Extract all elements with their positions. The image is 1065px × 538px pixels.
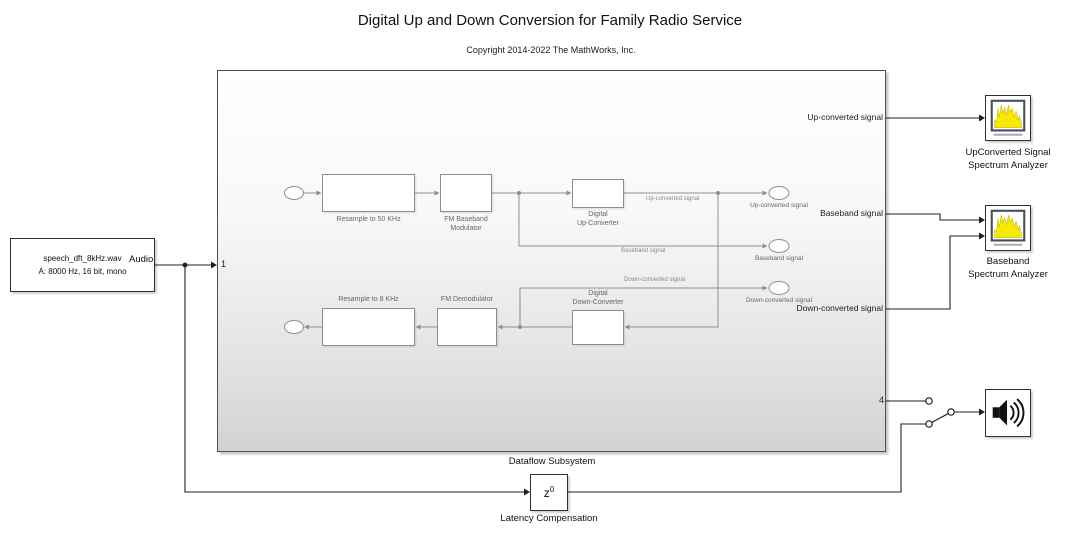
label-line: Digital	[588, 289, 608, 297]
label-line: Spectrum Analyzer	[968, 159, 1048, 171]
wire-label-up-converted: Up-converted signal	[646, 196, 700, 202]
spectrum-analyzer-icon	[990, 99, 1026, 136]
wire-label-baseband: Baseband signal	[621, 248, 666, 254]
dataflow-subsystem-name: Dataflow Subsystem	[508, 456, 596, 467]
latency-compensation-name: Latency Compensation	[500, 513, 598, 524]
preview-outport-label-up-converted: Up-converted signal	[750, 202, 808, 209]
resample-8khz-block	[322, 308, 415, 346]
resample-8khz-label: Resample to 8 KHz	[338, 296, 399, 303]
digital-down-converter-block	[572, 310, 624, 345]
audio-device-writer-block[interactable]	[985, 389, 1031, 437]
subsystem-port-label-baseband: Baseband signal	[820, 208, 883, 218]
subsystem-inport-number: 1	[221, 259, 227, 269]
preview-outport-label-baseband: Baseband signal	[754, 255, 804, 262]
label-line: Digital	[588, 211, 608, 218]
wire-label-down-converted: Down-converted signal	[624, 277, 686, 283]
delay-exponent: 0	[549, 485, 555, 494]
digital-up-converter-block	[572, 179, 624, 208]
fm-demodulator-block	[437, 308, 497, 346]
audio-file-source-block[interactable]: speech_dft_8kHz.wav A: 8000 Hz, 16 bit, …	[10, 238, 155, 292]
label-line: UpConverted Signal	[965, 147, 1051, 158]
branch-dot	[182, 262, 188, 268]
baseband-spectrum-analyzer-block[interactable]	[985, 205, 1031, 251]
upconverted-spectrum-analyzer-name: UpConverted Signal Spectrum Analyzer	[948, 147, 1065, 172]
model-title: Digital Up and Down Conversion for Famil…	[357, 12, 743, 29]
resample-50khz-label: Resample to 50 KHz	[336, 216, 401, 223]
speaker-icon	[992, 398, 1025, 428]
switch-output-port[interactable]	[947, 408, 955, 416]
switch-input-top-port[interactable]	[925, 397, 933, 405]
latency-compensation-block[interactable]: z0	[530, 474, 568, 511]
audio-signal-name: Audio	[129, 254, 154, 265]
delay-base: z	[543, 486, 550, 500]
upconverted-spectrum-analyzer-block[interactable]	[985, 95, 1031, 141]
manual-switch[interactable]	[925, 397, 955, 428]
delay-expression: z0	[544, 485, 554, 500]
baseband-wire[interactable]	[886, 213, 980, 221]
label-line: Modulator	[450, 225, 482, 232]
label-line: FM Baseband	[444, 216, 488, 223]
digital-up-converter-label: Digital Up-Converter	[562, 210, 634, 228]
source-format: A: 8000 Hz, 16 bit, mono	[38, 267, 127, 276]
baseband-spectrum-analyzer-name: Baseband Spectrum Analyzer	[948, 256, 1065, 281]
switch-input-bottom-port[interactable]	[925, 420, 933, 428]
digital-down-converter-label: Digital Down-Converter	[562, 289, 634, 307]
label-line: Baseband	[986, 256, 1030, 267]
subsystem-outport-number: 4	[878, 395, 884, 405]
fm-baseband-modulator-block	[440, 174, 492, 212]
fm-demodulator-label: FM Demodulator	[440, 296, 494, 303]
source-filename: speech_dft_8kHz.wav	[43, 254, 122, 263]
label-line: Up-Converter	[576, 220, 619, 227]
preview-outport-label-down-converted: Down-converted signal	[745, 297, 813, 304]
resample-50khz-block	[322, 174, 415, 212]
label-line: Down-Converter	[572, 298, 624, 306]
switch-lever[interactable]	[931, 413, 949, 423]
fm-baseband-modulator-label: FM Baseband Modulator	[430, 215, 502, 233]
subsystem-port-label-up-converted: Up-converted signal	[807, 112, 883, 122]
spectrum-analyzer-icon	[990, 209, 1026, 246]
copyright-annotation: Copyright 2014-2022 The MathWorks, Inc.	[466, 45, 636, 55]
label-line: Spectrum Analyzer	[968, 268, 1048, 280]
subsystem-port-label-down-converted: Down-converted signal	[796, 303, 883, 313]
